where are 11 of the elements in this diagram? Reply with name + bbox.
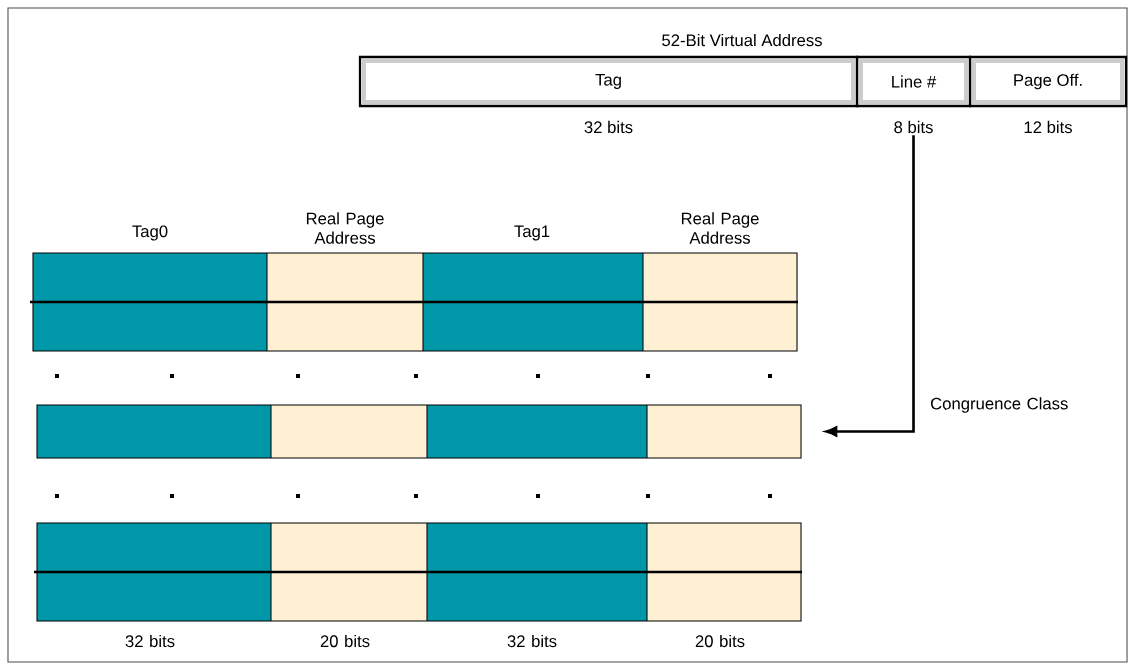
table-row: [34, 522, 802, 622]
bit-width: 8 bits: [894, 120, 933, 134]
table-row: [30, 252, 798, 352]
title: 52-Bit Virtual Address: [662, 33, 822, 47]
bit-width: 12 bits: [1024, 120, 1072, 134]
field-box: Page Off.: [968, 55, 1128, 108]
table-row: [36, 404, 802, 459]
field-box: Tag: [358, 55, 859, 108]
edge-label: Congruence Class: [928, 395, 1072, 415]
field-box: Line #: [855, 55, 972, 108]
bit-width: 32 bits: [584, 120, 633, 134]
